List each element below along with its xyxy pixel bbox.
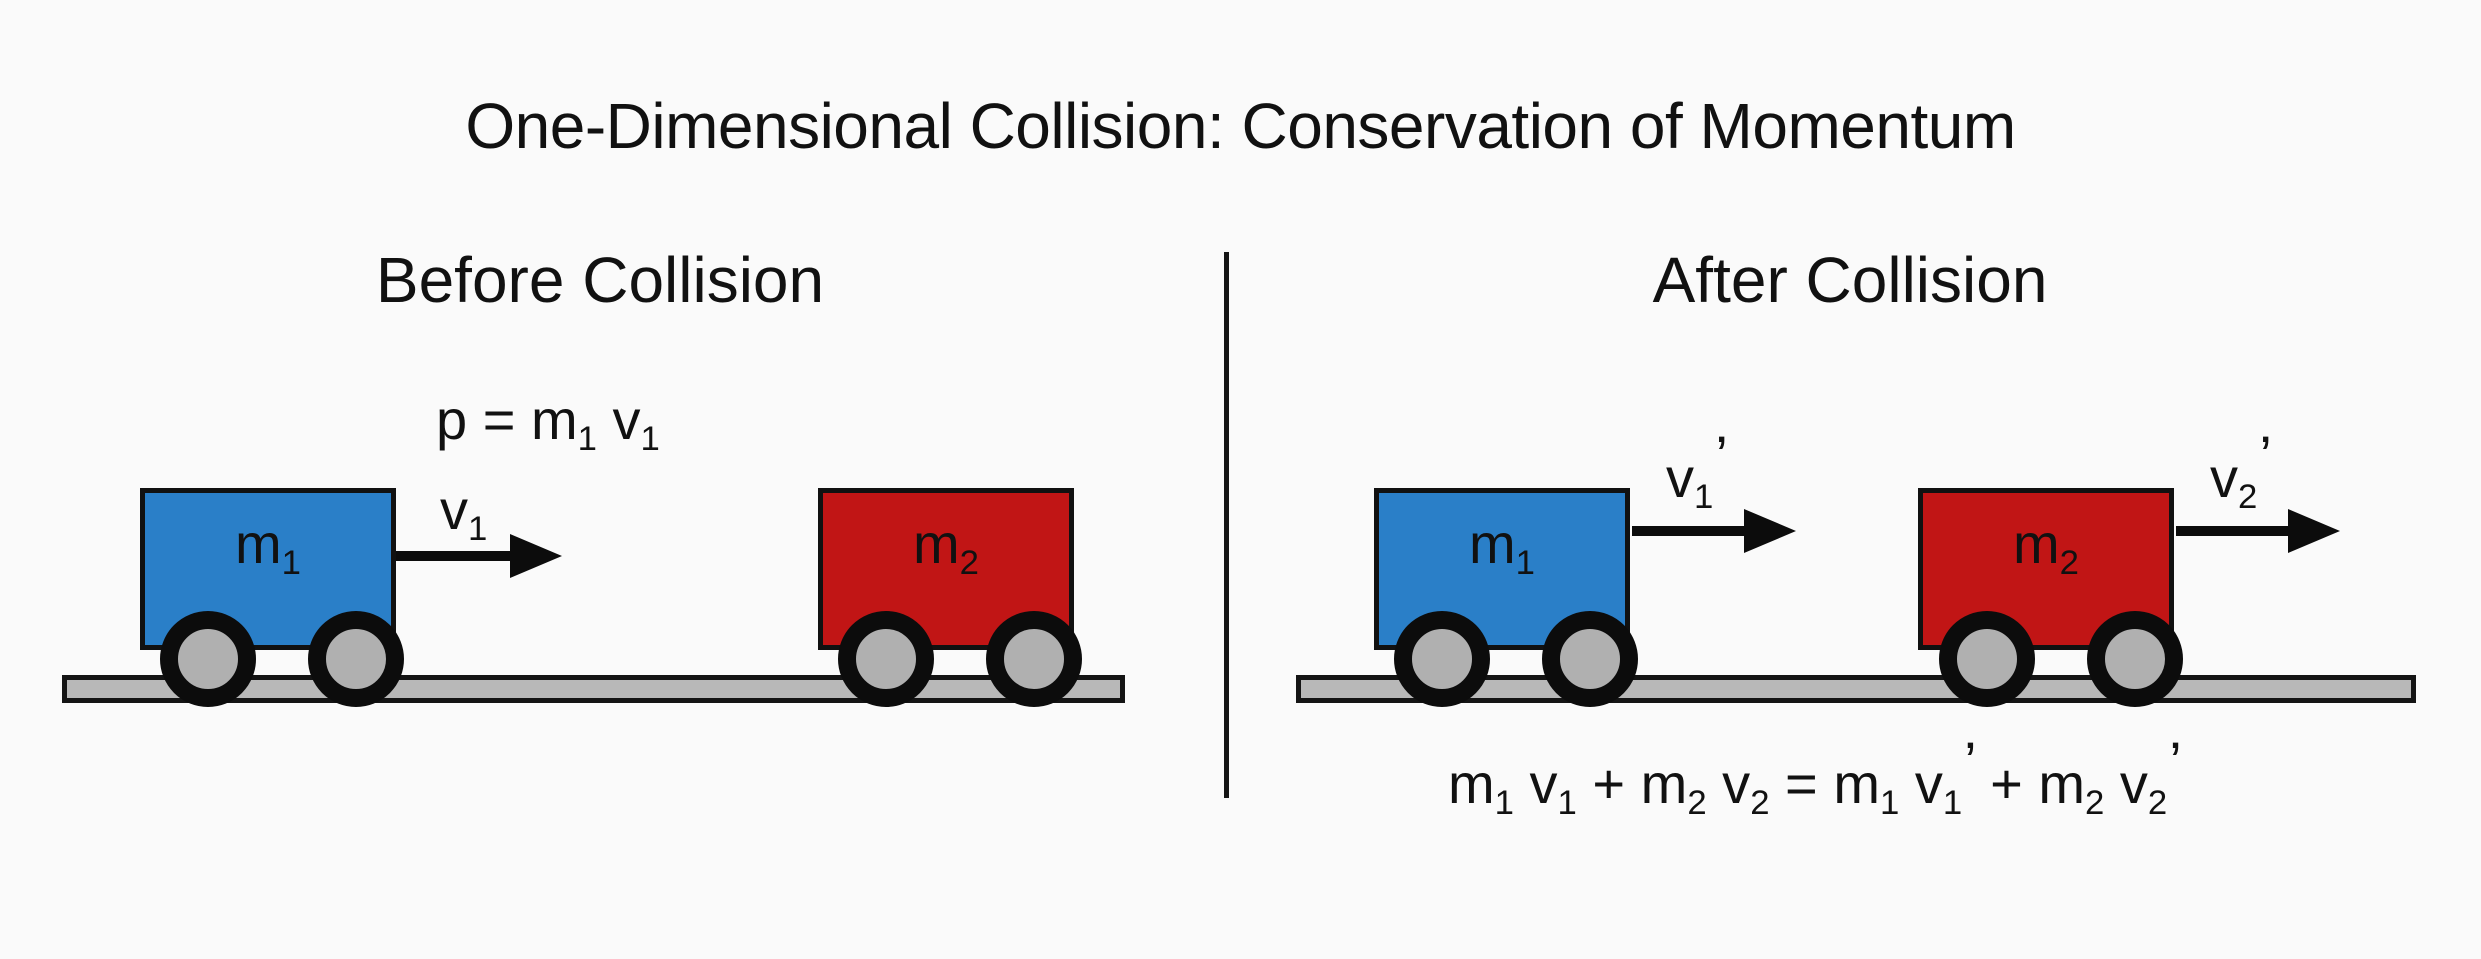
wheel-icon [2087, 611, 2183, 707]
wheel-icon [1394, 611, 1490, 707]
velocity-label-v1-prime: v1’ [1666, 424, 1728, 517]
wheel-icon [838, 611, 934, 707]
velocity-label-v1: v1 [440, 478, 488, 549]
cart-mass-label: m1 [1469, 512, 1535, 583]
diagram-title: One-Dimensional Collision: Conservation … [465, 90, 2016, 162]
velocity-label-v2-prime: v2’ [2210, 424, 2272, 517]
cart-mass-label: m2 [913, 512, 979, 583]
arrow-right-icon [2288, 509, 2340, 553]
velocity-arrow-shaft [1632, 526, 1752, 536]
cart-mass-label: m1 [235, 512, 301, 583]
arrow-right-icon [1744, 509, 1796, 553]
wheel-icon [1542, 611, 1638, 707]
momentum-formula: p = m1 v1 [436, 388, 660, 459]
after-heading: After Collision [1652, 244, 2048, 316]
arrow-right-icon [510, 534, 562, 578]
wheel-icon [160, 611, 256, 707]
conservation-equation: m1 v1 + m2 v2 = m1 v1’ + m2 v2’ [1448, 730, 2182, 823]
wheel-icon [308, 611, 404, 707]
before-heading: Before Collision [375, 244, 825, 316]
wheel-icon [986, 611, 1082, 707]
panel-divider [1224, 252, 1229, 798]
velocity-arrow-shaft [2176, 526, 2296, 536]
velocity-arrow-shaft [396, 551, 516, 561]
wheel-icon [1939, 611, 2035, 707]
cart-mass-label: m2 [2013, 512, 2079, 583]
